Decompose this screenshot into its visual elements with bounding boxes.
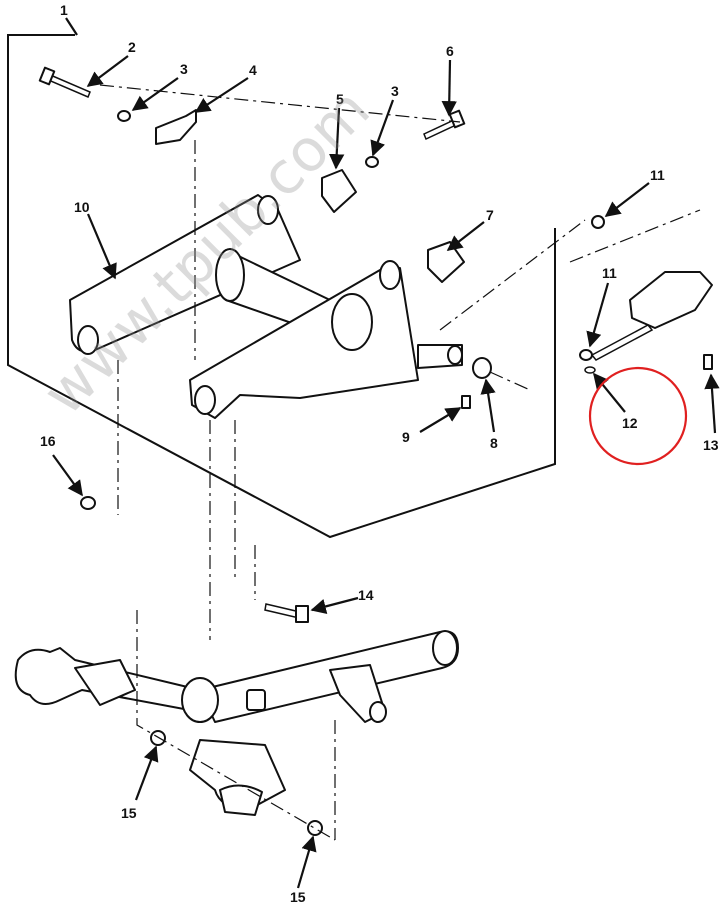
washer-11a [591, 215, 605, 229]
nut-16 [80, 496, 96, 510]
callout-5: 5 [336, 91, 344, 107]
callout-11b: 11 [602, 265, 617, 281]
callout-16: 16 [40, 433, 56, 449]
callout-14: 14 [358, 587, 374, 603]
lower-axle-assembly [14, 630, 459, 816]
callout-9: 9 [402, 429, 410, 445]
plate-7 [427, 241, 465, 283]
assembly-boundary [7, 34, 556, 539]
callout-15a: 15 [121, 805, 137, 821]
callout-3b: 3 [391, 83, 399, 99]
callout-7: 7 [486, 207, 494, 223]
callout-6: 6 [446, 43, 454, 59]
washer-15a [150, 730, 166, 746]
fitting-9 [461, 395, 471, 409]
callout-4: 4 [249, 62, 257, 78]
bolt-14 [264, 603, 309, 623]
bushing-8 [472, 357, 492, 379]
bolt-6 [423, 109, 466, 141]
washer-15b [307, 820, 323, 836]
callout-13: 13 [703, 437, 719, 453]
callout-2: 2 [128, 39, 136, 55]
callout-15b: 15 [290, 889, 306, 905]
leader-arrows [52, 17, 720, 889]
washer-3a [117, 110, 131, 122]
upper-frame-assembly [69, 194, 463, 419]
callout-10: 10 [74, 199, 90, 215]
washer-3b [365, 156, 379, 168]
bracket-4 [155, 109, 197, 145]
callout-1: 1 [60, 2, 68, 18]
pin-assembly-13 [590, 271, 713, 370]
callout-8: 8 [490, 435, 498, 451]
washer-11b [579, 349, 593, 361]
plate-5 [321, 169, 357, 213]
highlight-circle-12 [588, 366, 688, 466]
callout-labels: 1 2 3 4 5 3 6 7 10 11 11 12 13 8 9 14 16… [40, 2, 719, 905]
ring-12 [584, 366, 596, 374]
bolt-2 [38, 66, 91, 98]
callout-12: 12 [622, 415, 638, 431]
callout-3a: 3 [180, 61, 188, 77]
callout-11a: 11 [650, 167, 665, 183]
